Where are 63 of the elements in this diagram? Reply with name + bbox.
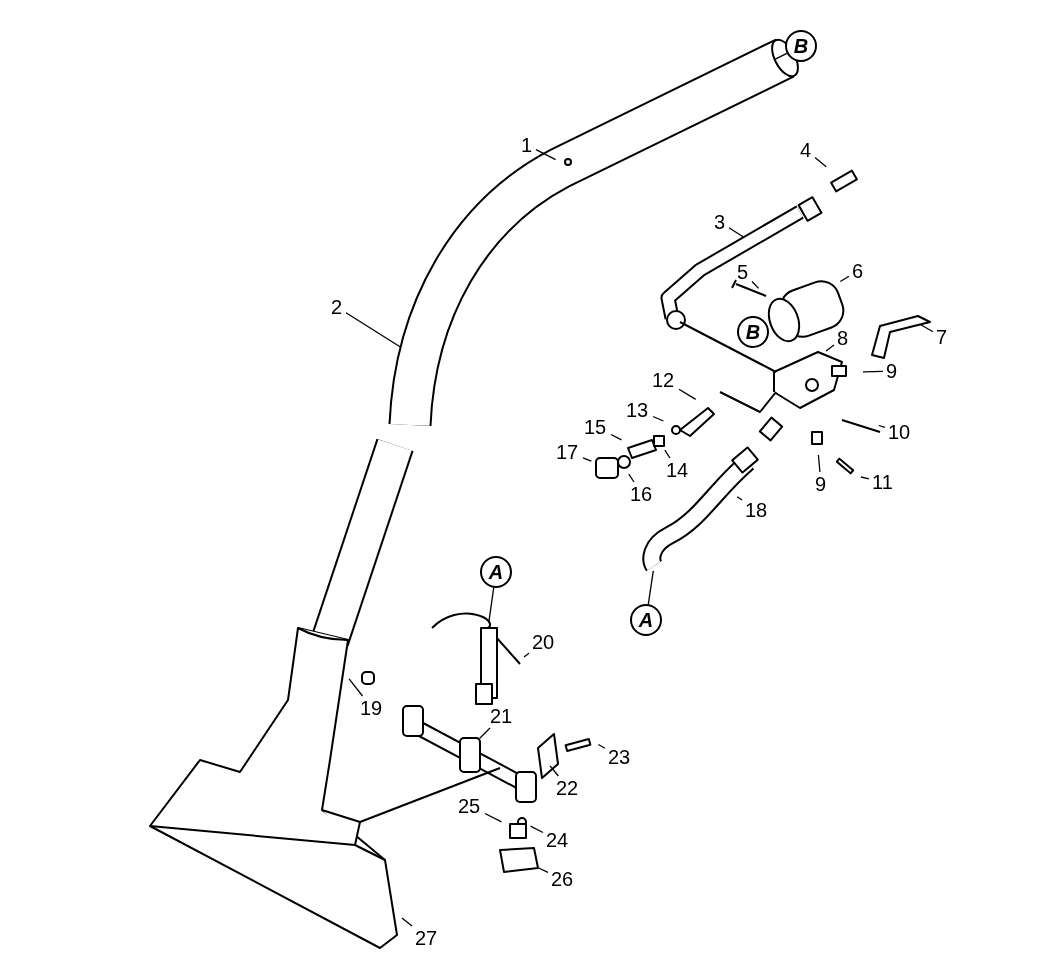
leader-line [401,917,413,927]
callout-number: 11 [872,471,893,493]
leader-line [678,388,697,401]
callout-number: 25 [458,795,481,817]
leader-line [860,476,870,480]
callout-number: 14 [666,459,689,481]
reference-letter: B [737,316,769,348]
leader-line [478,727,491,740]
callout-number: 9 [815,473,827,495]
leader-line [825,344,835,352]
callout-number: 19 [360,697,383,719]
leader-line [529,825,544,834]
callout-number: 20 [532,631,555,653]
callout-number: 6 [852,260,864,282]
callout-number: 10 [888,421,911,443]
callout-number: 2 [331,296,343,318]
leader-line [839,275,850,283]
leader-line [751,280,760,290]
leader-line [773,52,788,61]
leader-line [488,587,495,624]
leader-line [736,496,743,501]
callout-number: 21 [490,705,513,727]
callout-number: 8 [837,327,849,349]
leader-line [862,370,884,373]
reference-letter: A [630,604,662,636]
callout-number: 7 [936,326,948,348]
leader-line [537,867,549,873]
leader-line [597,743,606,749]
callout-number: 4 [800,139,812,161]
callout-number: 12 [652,369,675,391]
leader-line [610,433,623,441]
callout-number: 13 [626,399,649,421]
leader-line [582,457,592,462]
callout-number: 16 [630,483,653,505]
leader-line [549,765,559,777]
reference-letter: A [480,556,512,588]
callout-number: 17 [556,441,579,463]
leader-line [814,156,827,168]
callout-number: 15 [584,416,607,438]
leader-line [647,570,654,605]
leader-line [523,652,530,658]
leader-line [348,678,364,697]
callout-number: 24 [546,829,569,851]
callout-number: 5 [737,261,749,283]
leader-line [345,312,402,348]
callout-number: 18 [745,499,768,521]
callout-number: 22 [556,777,579,799]
leader-line [728,227,745,238]
leader-line [878,424,886,429]
callout-number: 3 [714,211,726,233]
leader-line [919,323,934,333]
leader-line [652,415,665,422]
callout-number: 23 [608,746,631,768]
callout-number: 27 [415,927,438,949]
callout-number: 26 [551,868,574,890]
leader-line [535,148,557,161]
leader-line [664,449,671,459]
callout-number: 1 [521,134,533,156]
reference-letter: B [785,30,817,62]
leader-line [628,473,635,483]
leader-line [817,454,821,473]
callout-number: 9 [886,360,898,382]
leader-line [484,812,503,823]
